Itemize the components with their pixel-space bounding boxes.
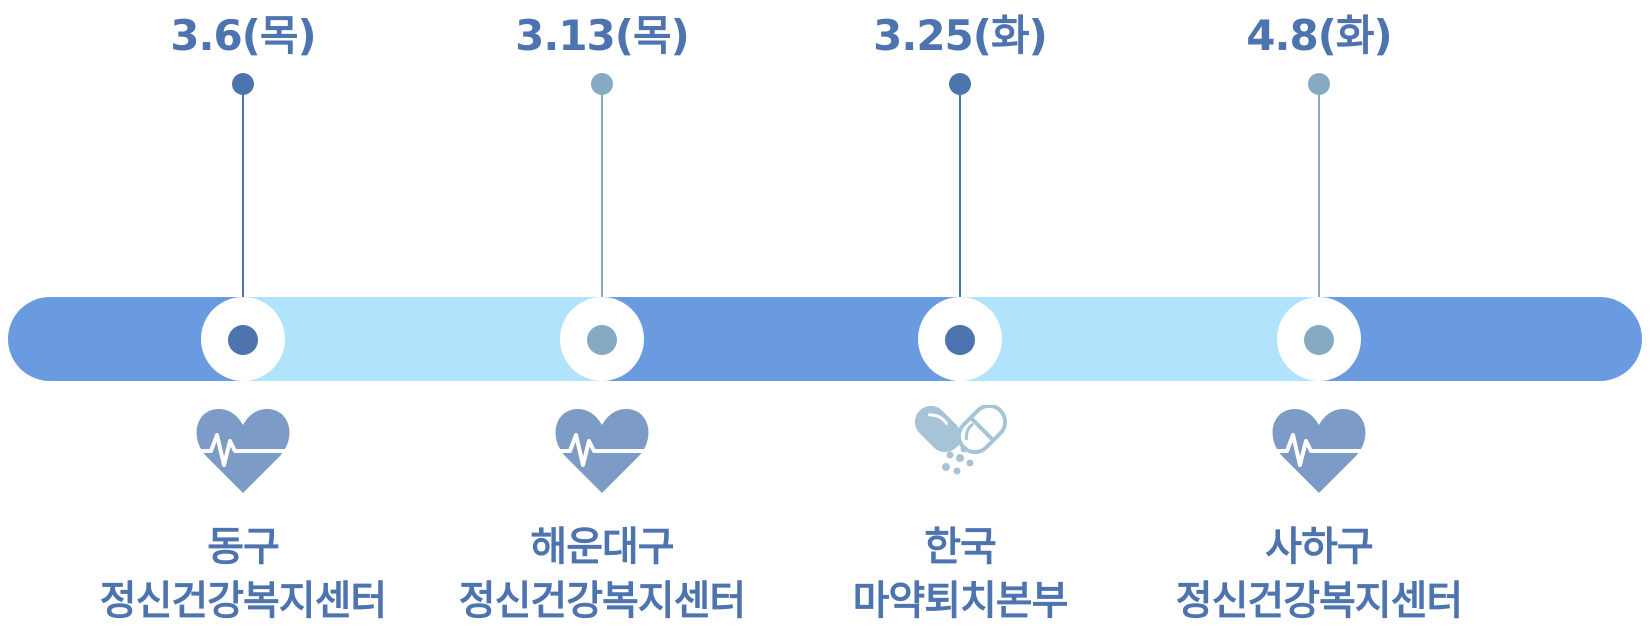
label-line-1: 사하구 [1265, 524, 1373, 570]
pin-stem [959, 84, 961, 339]
label-line-1: 동구 [207, 524, 280, 570]
track-marker-dot [587, 325, 617, 355]
pin-stem [601, 84, 603, 339]
milestone-label: 사하구 정신건강복지센터 [1119, 520, 1519, 628]
timeline-band-light [962, 297, 1320, 381]
milestone-label: 동구 정신건강복지센터 [43, 520, 443, 628]
milestone-date: 4.8(화) [1246, 11, 1392, 60]
label-line-2: 마약퇴치본부 [852, 578, 1069, 624]
milestone-label: 해운대구 정신건강복지센터 [402, 520, 802, 628]
heart-pulse-icon [542, 405, 662, 497]
pin-stem [1318, 84, 1320, 339]
pin-stem [242, 84, 244, 339]
timeline-band-light [245, 297, 603, 381]
label-line-2: 정신건강복지센터 [1175, 578, 1463, 624]
track-marker-dot [228, 325, 258, 355]
milestone-date: 3.25(화) [873, 11, 1048, 60]
milestone-label: 한국 마약퇴치본부 [760, 520, 1160, 628]
track-marker-dot [1304, 325, 1334, 355]
label-line-2: 정신건강복지센터 [99, 578, 387, 624]
pill-capsule-icon [900, 405, 1020, 497]
heart-pulse-icon [183, 405, 303, 497]
heart-pulse-icon [1259, 405, 1379, 497]
label-line-1: 한국 [924, 524, 997, 570]
track-marker-dot [945, 325, 975, 355]
label-line-1: 해운대구 [530, 524, 674, 570]
milestone-date: 3.13(목) [515, 11, 690, 60]
label-line-2: 정신건강복지센터 [458, 578, 746, 624]
milestone-date: 3.6(목) [170, 11, 316, 60]
